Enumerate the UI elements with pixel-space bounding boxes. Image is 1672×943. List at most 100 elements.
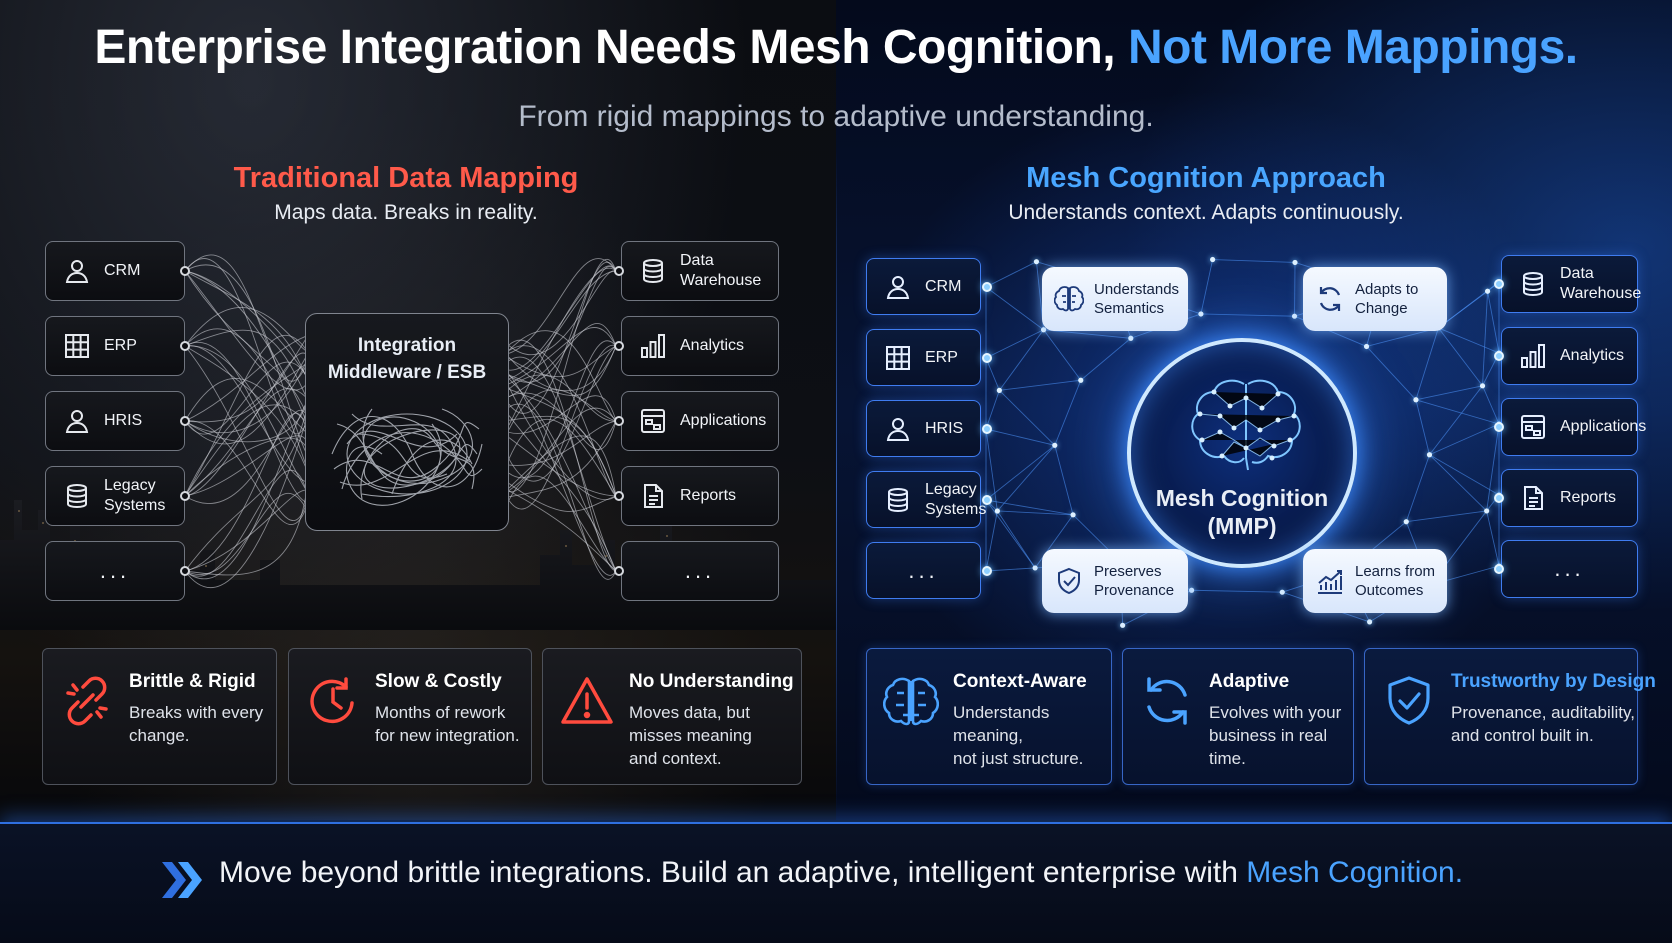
right-source-crm[interactable]: CRM bbox=[866, 258, 981, 315]
integration-middleware[interactable]: Integration Middleware / ESB bbox=[305, 313, 509, 531]
mesh-link bbox=[986, 511, 997, 571]
footer-banner: Move beyond brittle integrations. Build … bbox=[0, 822, 1672, 943]
port bbox=[180, 566, 190, 576]
mesh-node bbox=[1404, 519, 1409, 524]
port bbox=[614, 266, 624, 276]
left-target-analytics[interactable]: Analytics bbox=[621, 316, 779, 376]
right-source-erp[interactable]: ERP bbox=[866, 329, 981, 386]
shield-check-icon bbox=[1054, 566, 1084, 596]
card-desc: Months of rework for new integration. bbox=[375, 701, 520, 747]
source-label: Legacy Systems bbox=[104, 476, 165, 516]
left-target-applications[interactable]: Applications bbox=[621, 391, 779, 451]
capability-understands-semantics[interactable]: Understands Semantics bbox=[1042, 267, 1188, 331]
source-label: CRM bbox=[925, 277, 961, 297]
mesh-node bbox=[1292, 314, 1297, 319]
mesh-node bbox=[1189, 588, 1194, 593]
database-icon bbox=[1518, 269, 1548, 299]
database-icon bbox=[883, 485, 913, 515]
mesh-link bbox=[986, 262, 1036, 287]
mesh-link bbox=[1406, 511, 1486, 522]
core-label: Mesh Cognition (MMP) bbox=[1131, 484, 1353, 540]
mesh-node bbox=[1210, 257, 1215, 262]
right-source-hris[interactable]: HRIS bbox=[866, 400, 981, 457]
database-icon bbox=[638, 256, 668, 286]
port bbox=[1494, 564, 1504, 574]
card-desc: Breaks with every change. bbox=[129, 701, 263, 747]
mesh-node bbox=[1367, 619, 1372, 624]
tangled-line bbox=[509, 323, 616, 396]
mesh-link bbox=[1192, 590, 1283, 592]
tangled-line bbox=[509, 259, 616, 354]
mesh-node bbox=[1078, 378, 1083, 383]
user-icon bbox=[883, 414, 913, 444]
mesh-node bbox=[1364, 344, 1369, 349]
mesh-link bbox=[997, 445, 1054, 511]
right-source-more[interactable]: ... bbox=[866, 542, 981, 599]
capability-label: Learns from Outcomes bbox=[1355, 562, 1435, 600]
capability-preserves-provenance[interactable]: Preserves Provenance bbox=[1042, 549, 1188, 613]
mesh-node bbox=[1120, 623, 1125, 628]
left-target-data-warehouse[interactable]: Data Warehouse bbox=[621, 241, 779, 301]
capability-label: Preserves Provenance bbox=[1094, 562, 1174, 600]
footer-accent: Mesh Cognition. bbox=[1246, 856, 1463, 889]
tangled-line bbox=[509, 346, 616, 396]
tangled-line bbox=[509, 271, 616, 355]
mesh-link bbox=[1044, 330, 1131, 339]
capability-learns-from-outcomes[interactable]: Learns from Outcomes bbox=[1303, 549, 1447, 613]
port bbox=[982, 566, 992, 576]
mesh-link bbox=[999, 390, 1054, 445]
warning-icon bbox=[559, 673, 615, 729]
mesh-node bbox=[1070, 512, 1075, 517]
mesh-node bbox=[1280, 590, 1285, 595]
footer-text: Move beyond brittle integrations. Build … bbox=[219, 856, 1238, 889]
port bbox=[1494, 279, 1504, 289]
right-target-reports[interactable]: Reports bbox=[1501, 469, 1638, 527]
left-source-hris[interactable]: HRIS bbox=[45, 391, 185, 451]
mesh-link bbox=[999, 380, 1080, 390]
source-label: Legacy Systems bbox=[925, 480, 986, 520]
mesh-node bbox=[1480, 383, 1485, 388]
left-source-legacy[interactable]: Legacy Systems bbox=[45, 466, 185, 526]
left-target-reports[interactable]: Reports bbox=[621, 466, 779, 526]
mesh-link bbox=[1201, 314, 1295, 316]
left-target-more[interactable]: ... bbox=[621, 541, 779, 601]
right-target-data-warehouse[interactable]: Data Warehouse bbox=[1501, 255, 1638, 313]
tangled-line bbox=[185, 346, 306, 468]
mesh-node bbox=[997, 388, 1002, 393]
mesh-cognition-core[interactable]: Mesh Cognition (MMP) bbox=[1127, 338, 1357, 568]
port bbox=[614, 566, 624, 576]
left-source-erp[interactable]: ERP bbox=[45, 316, 185, 376]
target-label: Analytics bbox=[680, 336, 744, 356]
tangled-line bbox=[509, 393, 616, 450]
right-source-legacy[interactable]: Legacy Systems bbox=[866, 471, 981, 528]
card-desc: Evolves with your business in real time. bbox=[1209, 701, 1343, 770]
right-target-more[interactable]: ... bbox=[1501, 540, 1638, 598]
capability-adapts-to-change[interactable]: Adapts to Change bbox=[1303, 267, 1447, 331]
user-icon bbox=[883, 272, 913, 302]
card-desc: Moves data, but misses meaning and conte… bbox=[629, 701, 794, 770]
mesh-node bbox=[1292, 260, 1297, 265]
port bbox=[180, 341, 190, 351]
port bbox=[180, 491, 190, 501]
tangled-wires-icon bbox=[322, 394, 492, 514]
capability-label: Understands Semantics bbox=[1094, 280, 1179, 318]
card-title: No Understanding bbox=[629, 671, 794, 693]
mesh-node bbox=[1484, 508, 1489, 513]
mesh-link bbox=[999, 330, 1043, 391]
left-source-more[interactable]: ... bbox=[45, 541, 185, 601]
mesh-link bbox=[1483, 291, 1488, 386]
brain-network-icon bbox=[1186, 374, 1306, 474]
right-target-analytics[interactable]: Analytics bbox=[1501, 327, 1638, 385]
right-target-applications[interactable]: Applications bbox=[1501, 398, 1638, 456]
target-label: Data Warehouse bbox=[1560, 264, 1641, 304]
more-label: ... bbox=[908, 561, 938, 581]
port bbox=[180, 416, 190, 426]
left-source-crm[interactable]: CRM bbox=[45, 241, 185, 301]
middleware-label: Integration Middleware / ESB bbox=[306, 332, 508, 386]
tangled-line bbox=[509, 346, 616, 377]
card-title: Slow & Costly bbox=[375, 671, 520, 693]
